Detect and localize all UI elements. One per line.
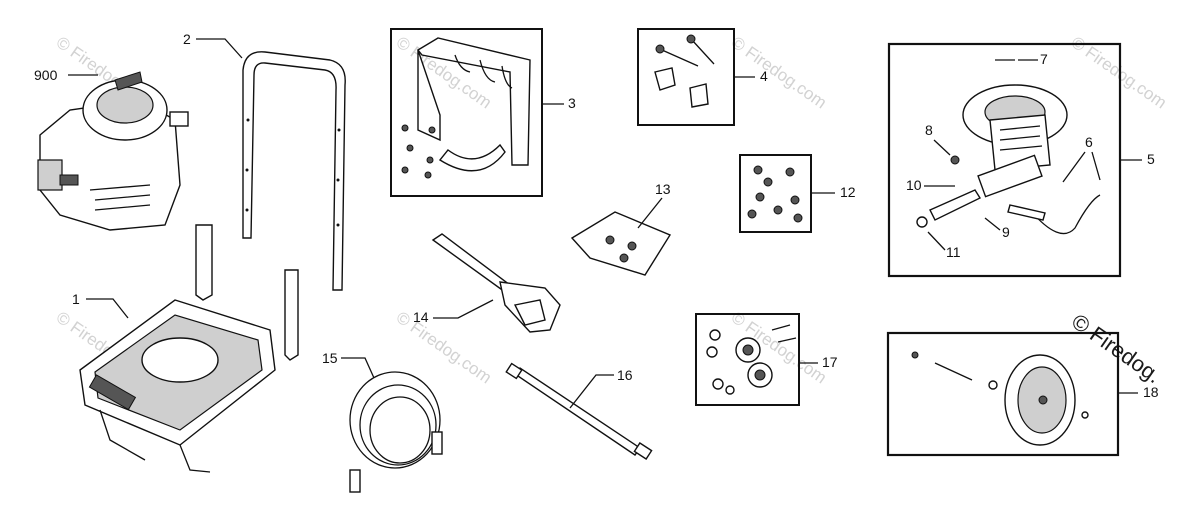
- callout-9: 9: [1002, 224, 1010, 240]
- callout-1: 1: [72, 291, 80, 307]
- engine-part: 900: [34, 67, 189, 231]
- spray-gun-part: 14: [413, 233, 561, 333]
- callout-18: 18: [1143, 384, 1159, 400]
- callout-14: 14: [413, 309, 429, 325]
- box-18: [886, 331, 1120, 457]
- pump-group: 7 8 6 10 9 11 5: [887, 42, 1155, 278]
- callout-10: 10: [906, 177, 922, 193]
- box-17: [695, 313, 800, 406]
- leader-16: [569, 374, 614, 409]
- watermark: © Firedog.com: [393, 308, 495, 388]
- fastener-kit-group: 12: [739, 154, 856, 233]
- nozzle-bag-part: 13: [570, 181, 672, 276]
- leader-11: [927, 231, 946, 251]
- bracket-group: 3: [390, 28, 576, 197]
- callout-13: 13: [655, 181, 671, 197]
- callout-7: 7: [1040, 51, 1048, 67]
- leader-2: [196, 38, 243, 59]
- leader-15: [341, 357, 375, 379]
- leader-14: [433, 299, 494, 319]
- leader-8: [933, 139, 951, 156]
- leader-9: [984, 217, 1001, 231]
- lance-part: 16: [505, 362, 653, 460]
- box-3: [390, 28, 543, 197]
- callout-11: 11: [946, 244, 961, 260]
- watermark: © Firedog.com: [728, 33, 830, 113]
- callout-12: 12: [840, 184, 856, 200]
- callout-8: 8: [925, 122, 933, 138]
- callout-3: 3: [568, 95, 576, 111]
- handle-part: 2: [183, 31, 346, 291]
- frame-part: 1: [72, 224, 299, 473]
- callout-5: 5: [1147, 151, 1155, 167]
- callout-4: 4: [760, 68, 768, 84]
- callout-2: 2: [183, 31, 191, 47]
- bearing-kit-group: 17: [695, 313, 838, 406]
- leader-13: [637, 197, 663, 229]
- leader-6: [1062, 151, 1101, 183]
- watermark-corner: © Firedog.: [1067, 309, 1166, 389]
- box-4: [637, 28, 735, 126]
- leader-1: [86, 298, 129, 319]
- callout-17: 17: [822, 354, 838, 370]
- wheel-group: 18: [886, 331, 1159, 457]
- callout-15: 15: [322, 350, 338, 366]
- callout-16: 16: [617, 367, 633, 383]
- knob-kit-group: 4: [637, 28, 768, 126]
- hose-part: 15: [322, 350, 443, 493]
- callout-900: 900: [34, 67, 58, 83]
- callout-6: 6: [1085, 134, 1093, 150]
